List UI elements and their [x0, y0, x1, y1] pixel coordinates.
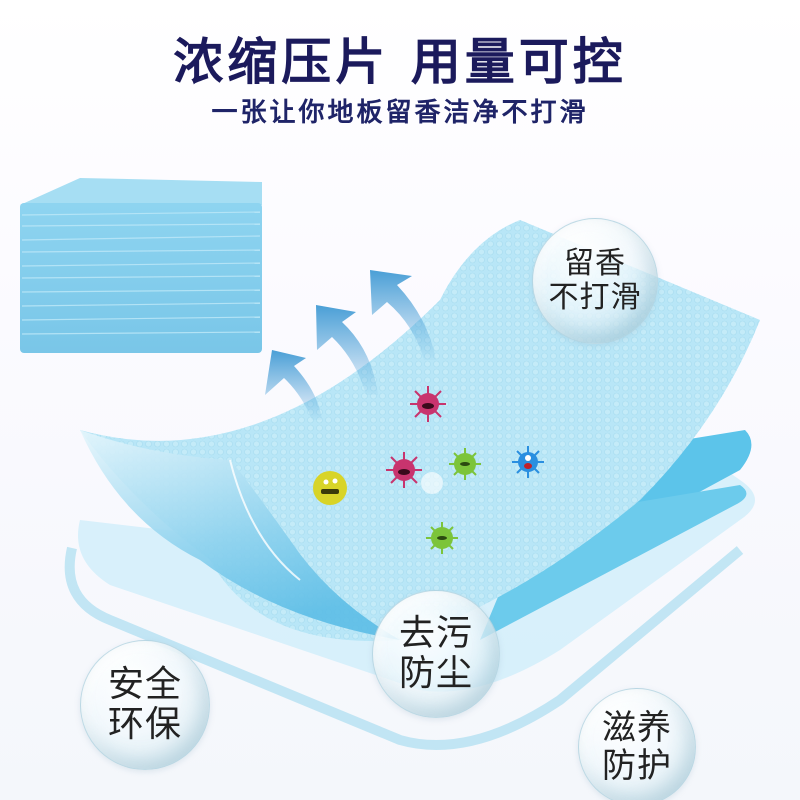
magenta-germ-icon: [410, 386, 446, 422]
arrow-up-left-icon: [316, 305, 378, 395]
arrow-up-left-icon: [265, 350, 322, 420]
feature-text: 环保: [107, 704, 182, 745]
germ-icons: [313, 386, 544, 554]
feature-text: 防尘: [398, 653, 473, 694]
yellow-germ-icon: [313, 471, 347, 505]
sheet-stack-image: [20, 178, 262, 353]
green-germ-icon: [449, 448, 481, 480]
magenta-germ-icon: [386, 452, 422, 488]
feature-bubble-stain-dust: 去污 防尘: [372, 590, 500, 718]
feature-text: 去污: [398, 612, 473, 654]
feature-text: 防护: [602, 746, 672, 786]
blue-germ-icon: [512, 446, 544, 478]
subheadline: 一张让你地板留香洁净不打滑: [211, 98, 589, 128]
feature-text: 不打滑: [548, 280, 642, 315]
arrow-up-left-icon: [370, 270, 436, 360]
green-germ-icon: [426, 522, 458, 554]
feature-text: 留香: [564, 246, 626, 282]
feature-bubble-safe-eco: 安全 环保: [80, 640, 210, 770]
feature-text: 安全: [107, 663, 182, 705]
feature-bubble-fragrance-non-slip: 留香 不打滑: [532, 218, 658, 344]
headline: 浓缩压片 用量可控: [173, 33, 627, 91]
feature-bubble-nourish-protect: 滋养 防护: [578, 688, 696, 800]
feature-text: 滋养: [602, 707, 672, 748]
evaporation-arrows: [265, 270, 436, 420]
